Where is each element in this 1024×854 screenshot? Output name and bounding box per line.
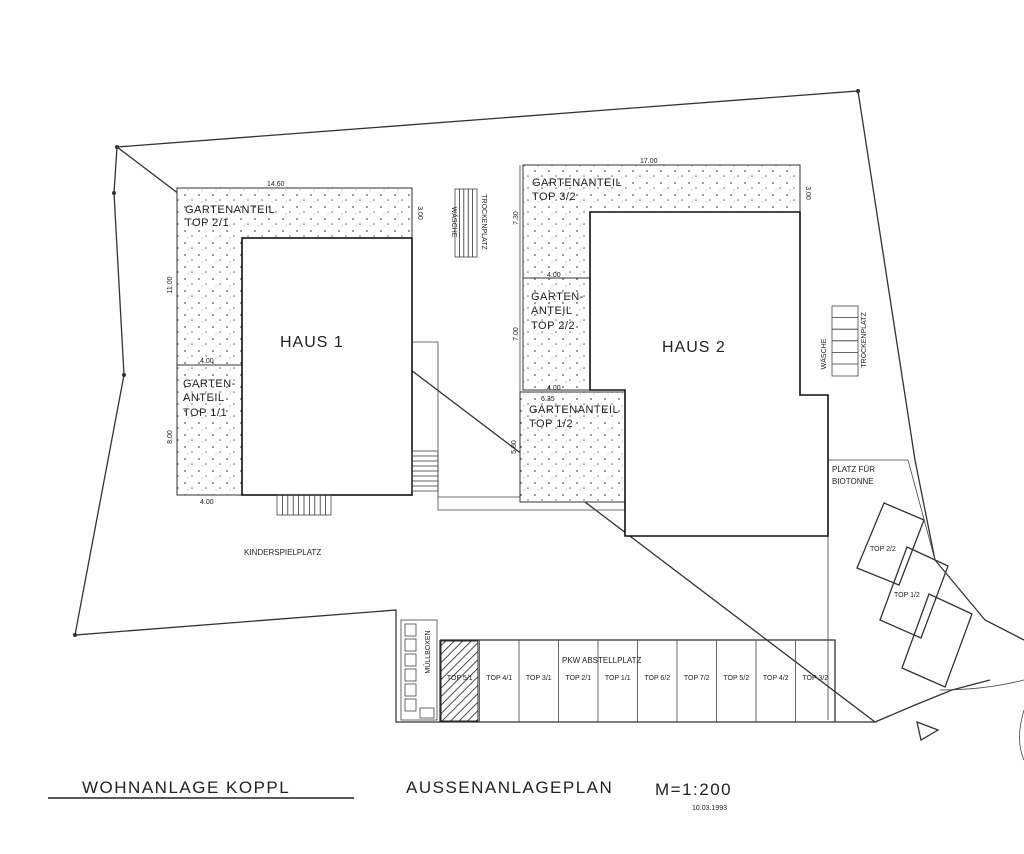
dim-4-00-a: 4.00 bbox=[200, 358, 214, 365]
drying-label-2a: WÄSCHE bbox=[820, 338, 828, 369]
garden-top-1-1 bbox=[176, 364, 243, 496]
haus-1 bbox=[241, 237, 413, 496]
parking-space-label: TOP 3/1 bbox=[526, 675, 552, 682]
garden-top-3-2-label-1: GARTENANTEIL bbox=[532, 177, 622, 189]
haus-2-label: HAUS 2 bbox=[662, 339, 726, 356]
garden-top-2-1-label-1: GARTENANTEIL bbox=[185, 204, 275, 216]
drying-label-1a: WÄSCHE bbox=[450, 207, 458, 238]
garden-top-2-2-label-3: TOP 2/2 bbox=[531, 320, 575, 332]
plan-scale: M=1:200 bbox=[655, 780, 732, 799]
haus-2 bbox=[589, 211, 829, 537]
garden-top-3-2-label-2: TOP 3/2 bbox=[532, 191, 576, 203]
parking-space-label: TOP 4/2 bbox=[763, 675, 789, 682]
plan-date: 10.03.1993 bbox=[692, 805, 727, 812]
dim-7-30: 7.30 bbox=[513, 211, 520, 225]
dim-6-35: 6.35 bbox=[541, 396, 555, 403]
garden-top-2-2-label-2: ANTEIL bbox=[531, 305, 573, 317]
dim-3-00-a: 3.00 bbox=[416, 206, 423, 220]
parking-label: PKW ABSTELLPLATZ bbox=[562, 656, 642, 665]
dim-8-00: 8.00 bbox=[167, 430, 174, 444]
dim-4-00-d: 4.00 bbox=[547, 385, 561, 392]
parking-space-label: TOP 7/2 bbox=[684, 675, 710, 682]
garden-top-2-2 bbox=[522, 277, 591, 391]
garden-top-1-1-label-3: TOP 1/1 bbox=[183, 407, 227, 419]
garage-top-2-2-label: TOP 2/2 bbox=[870, 546, 896, 553]
plan-title: AUSSENANLAGEPLAN bbox=[406, 778, 613, 797]
drying-label-1b: TROCKENPLATZ bbox=[480, 194, 487, 250]
drying-rack-1 bbox=[454, 188, 478, 258]
dim-3-00-b: 3.00 bbox=[804, 186, 811, 200]
waste-label: MÜLLBOXEN bbox=[424, 630, 432, 673]
garden-top-1-1-label-2: ANTEIL bbox=[183, 392, 225, 404]
dim-4-00-c: 4.00 bbox=[547, 272, 561, 279]
parking-labels: TOP 5/1 TOP 4/1 TOP 3/1 TOP 2/1 TOP 1/1 TOP 6… bbox=[447, 675, 828, 682]
drying-label-2b: TROCKENPLATZ bbox=[861, 312, 868, 368]
playground-label: KINDERSPIELPLATZ bbox=[244, 548, 321, 557]
garden-top-1-2-label-2: TOP 1/2 bbox=[529, 418, 573, 430]
garden-top-1-2-label-1: GARTENANTEIL bbox=[529, 404, 619, 416]
parking-space-label: TOP 5/2 bbox=[723, 675, 749, 682]
dim-17-00: 17.00 bbox=[640, 158, 658, 165]
parking-space-label: TOP 4/1 bbox=[486, 675, 512, 682]
dim-11-00: 11.00 bbox=[167, 276, 174, 293]
parking-space-label: TOP 5/1 bbox=[447, 675, 473, 682]
dim-5-80: 5.80 bbox=[511, 440, 518, 454]
project-title: WOHNANLAGE KOPPL bbox=[82, 778, 290, 797]
parking-space-label: TOP 2/1 bbox=[565, 675, 591, 682]
stairs-haus-1-south bbox=[276, 494, 332, 516]
parking-space-label: TOP 6/2 bbox=[644, 675, 670, 682]
north-arrow-icon bbox=[916, 720, 940, 742]
garage-block bbox=[856, 459, 1024, 691]
garden-top-2-1-label-2: TOP 2/1 bbox=[185, 217, 229, 229]
garden-top-1-1-label-1: GARTEN- bbox=[183, 378, 236, 390]
garden-top-1-2 bbox=[519, 391, 626, 503]
parking-space-hatched bbox=[440, 640, 479, 722]
parking-outline bbox=[439, 639, 836, 722]
garage-top-1-2-label: TOP 1/2 bbox=[894, 592, 920, 599]
dim-7-00: 7.00 bbox=[513, 327, 520, 341]
parking-space-label: TOP 1/1 bbox=[605, 675, 631, 682]
dim-4-00-b: 4.00 bbox=[200, 499, 214, 506]
garden-top-2-2-label-1: GARTEN- bbox=[531, 291, 584, 303]
waste-area bbox=[400, 619, 438, 721]
biotonne-label-1: PLATZ FÜR bbox=[832, 465, 875, 474]
biotonne-label-2: BIOTONNE bbox=[832, 477, 874, 486]
haus-1-label: HAUS 1 bbox=[280, 334, 344, 351]
parking-space-label: TOP 3/2 bbox=[802, 675, 828, 682]
stairs-haus-1-east bbox=[411, 450, 439, 492]
dim-14-60: 14.60 bbox=[267, 181, 285, 188]
